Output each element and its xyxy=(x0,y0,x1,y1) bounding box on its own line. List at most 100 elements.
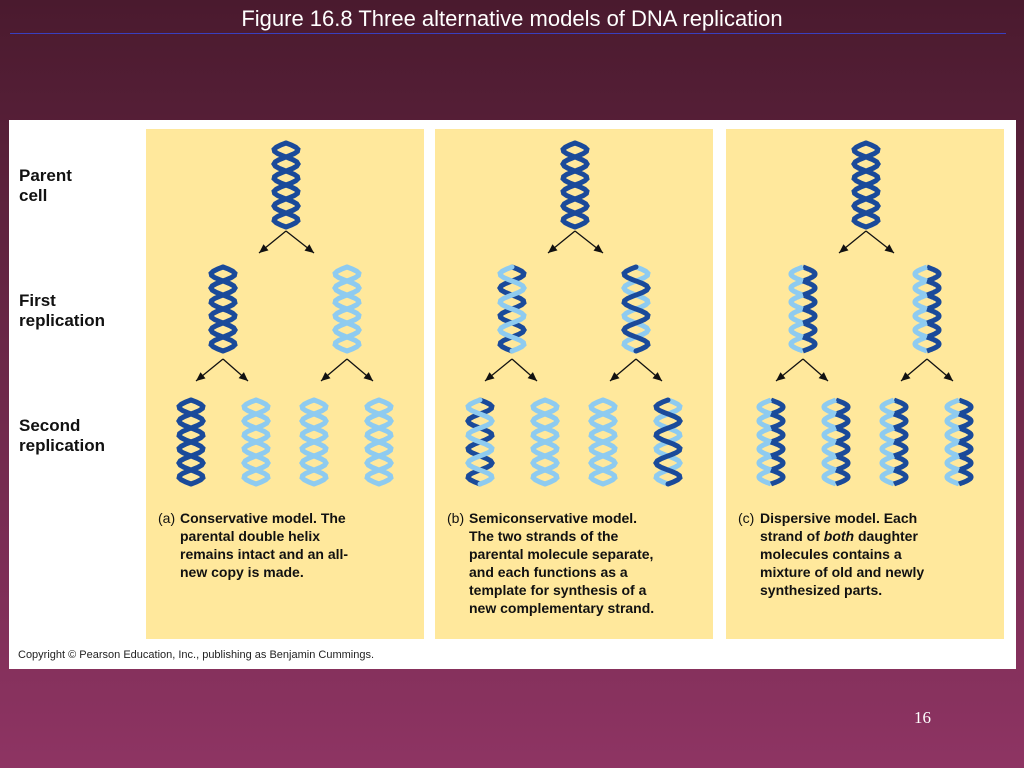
dispersive-second-helix-2-strand-1-segment xyxy=(821,467,838,487)
dispersive-second-helix-4-strand-2-segment xyxy=(957,439,974,459)
semiconservative-model-caption-line-5: template for synthesis of a xyxy=(469,582,647,598)
semiconservative-first-helix-2-strand-2-line xyxy=(621,264,651,354)
dispersive-model-caption-line-4: mixture of old and newly xyxy=(760,564,924,580)
semiconservative-second-helix-4-strand-2 xyxy=(653,397,683,487)
semiconservative-caption-text: The two strands of the xyxy=(469,528,619,544)
dispersive-first-helix-2-strand-1-segment xyxy=(926,292,942,312)
dispersive-first-helix-2 xyxy=(912,264,942,354)
dispersive-first-helix-2-strand-1-segment xyxy=(912,306,928,326)
semiconservative-second-helix-2 xyxy=(530,397,560,487)
dispersive-second-helix-3-strand-2-segment xyxy=(892,411,909,431)
semiconservative-first-fork-left-right-head xyxy=(527,372,537,381)
conservative-caption-text: parental double helix xyxy=(180,528,320,544)
dispersive-second-helix-4-strand-1-segment xyxy=(957,397,974,417)
conservative-second-helix-4-strand-2 xyxy=(364,397,394,487)
dispersive-second-helix-2-strand-2-segment xyxy=(834,439,851,459)
semiconservative-caption-text: parental molecule separate, xyxy=(469,546,653,562)
conservative-model-name: Conservative model. xyxy=(180,510,317,526)
dispersive-first-fork-right-right xyxy=(926,358,954,382)
dispersive-first-fork-left-left xyxy=(775,358,804,382)
dispersive-parent-fork-left-head xyxy=(839,244,849,253)
semiconservative-second-helix-1-strand-2-line xyxy=(465,397,495,487)
dispersive-second-helix-1-strand-1 xyxy=(756,397,786,487)
conservative-model-caption-line-2: parental double helix xyxy=(180,528,320,544)
dispersive-first-helix-2-strand-1-segment xyxy=(912,278,928,298)
conservative-second-helix-3-strand-2-line xyxy=(299,397,329,487)
semiconservative-first-helix-1-strand-2 xyxy=(497,264,527,354)
dispersive-second-helix-3-strand-1-segment xyxy=(892,453,909,473)
dispersive-second-helix-1-strand-2-segment xyxy=(756,453,773,473)
dispersive-second-helix-3-strand-1 xyxy=(879,397,909,487)
dispersive-parent-helix xyxy=(851,140,881,230)
semiconservative-caption-text: new complementary strand. xyxy=(469,600,654,616)
semiconservative-parent-helix-strand-2 xyxy=(560,140,590,230)
dispersive-second-helix-2-strand-2-segment xyxy=(834,411,851,431)
dispersive-second-helix-4-strand-2-segment xyxy=(957,411,974,431)
dispersive-second-helix-3-strand-2-segment xyxy=(879,397,896,417)
dispersive-second-helix-2-strand-1 xyxy=(821,397,851,487)
conservative-parent-fork-right xyxy=(285,230,315,254)
conservative-parent-helix-strand-2-line xyxy=(271,140,301,230)
dispersive-first-helix-1-strand-2-segment xyxy=(802,306,818,326)
row-label-first-replication: First replication xyxy=(19,291,105,330)
conservative-second-helix-2 xyxy=(241,397,271,487)
semiconservative-first-fork-left-left-head xyxy=(485,372,495,381)
dispersive-second-helix-2-strand-2-segment xyxy=(821,397,838,417)
semiconservative-caption-text: and each functions as a xyxy=(469,564,628,580)
dispersive-first-helix-1-strand-1-segment xyxy=(788,278,804,298)
dispersive-second-helix-2-strand-1-segment xyxy=(821,411,838,431)
semiconservative-parent-fork-right-head xyxy=(593,244,603,253)
conservative-second-helix-2-strand-2 xyxy=(241,397,271,487)
semiconservative-second-helix-1-strand-2 xyxy=(465,397,495,487)
dispersive-first-helix-1-strand-1-segment xyxy=(802,292,818,312)
conservative-first-fork-right-left-head xyxy=(321,372,331,381)
semiconservative-first-helix-1 xyxy=(497,264,527,354)
dispersive-panel-background xyxy=(726,129,1004,639)
dispersive-model-caption-line-2: strand of both daughter xyxy=(760,528,918,544)
dispersive-emphasis-word: both xyxy=(824,528,854,544)
figure-panel: Parent cell First replication Second rep… xyxy=(9,120,1016,669)
dispersive-first-fork-right-left-head xyxy=(901,372,911,381)
dispersive-first-helix-1-strand-1-segment xyxy=(788,306,804,326)
dispersive-second-helix-2-strand-1-segment xyxy=(821,439,838,459)
dispersive-parent-fork-right-head xyxy=(884,244,894,253)
dispersive-caption-text: strand of xyxy=(760,528,824,544)
dispersive-second-helix-1-strand-1-segment xyxy=(769,453,786,473)
semiconservative-model-caption-line-4: and each functions as a xyxy=(469,564,628,580)
semiconservative-second-helix-1 xyxy=(465,397,495,487)
dispersive-second-helix-3-strand-2-segment xyxy=(879,425,896,445)
dispersive-second-helix-3-strand-1-segment xyxy=(879,467,896,487)
dispersive-second-helix-1-strand-1-segment xyxy=(769,397,786,417)
semiconservative-parent-fork-right xyxy=(574,230,604,254)
dispersive-model-letter: (c) xyxy=(738,510,754,526)
dispersive-second-helix-1-strand-2 xyxy=(756,397,786,487)
dispersive-second-helix-4-strand-2-segment xyxy=(944,453,961,473)
dispersive-first-helix-2-strand-1-segment xyxy=(912,334,929,354)
conservative-first-fork-left-left xyxy=(195,358,224,382)
dispersive-first-helix-2-strand-1-segment xyxy=(926,264,942,284)
semiconservative-first-fork-left-left xyxy=(484,358,513,382)
dispersive-caption-text: daughter xyxy=(854,528,918,544)
conservative-model-caption-line-3: remains intact and an all- xyxy=(180,546,348,562)
conservative-parent-fork-left xyxy=(258,230,287,254)
dispersive-model-name: Dispersive model. xyxy=(760,510,880,526)
dispersive-second-helix-1-strand-1-segment xyxy=(756,439,773,459)
dispersive-second-helix-2-strand-2-segment xyxy=(821,425,838,445)
semiconservative-model-name: Semiconservative model. xyxy=(469,510,637,526)
conservative-second-helix-3-strand-2 xyxy=(299,397,329,487)
semiconservative-parent-helix xyxy=(560,140,590,230)
semiconservative-parent-fork-left-head xyxy=(548,244,558,253)
conservative-first-fork-left-right-head xyxy=(238,372,248,381)
dispersive-second-helix-2-strand-1-segment xyxy=(834,425,851,445)
conservative-first-fork-left-right xyxy=(222,358,249,382)
dispersive-first-helix-2-strand-2-segment xyxy=(912,264,928,284)
row-label-parent-cell: Parent cell xyxy=(19,166,72,205)
dispersive-second-helix-1 xyxy=(756,397,786,487)
conservative-second-helix-4-strand-2-line xyxy=(364,397,394,487)
conservative-first-helix-2 xyxy=(332,264,362,354)
dispersive-first-helix-2-strand-2-segment xyxy=(912,292,928,312)
semiconservative-second-helix-3 xyxy=(588,397,618,487)
dispersive-first-helix-2-strand-1-segment xyxy=(926,320,942,340)
dispersive-first-helix-1-strand-2-segment xyxy=(788,292,804,312)
